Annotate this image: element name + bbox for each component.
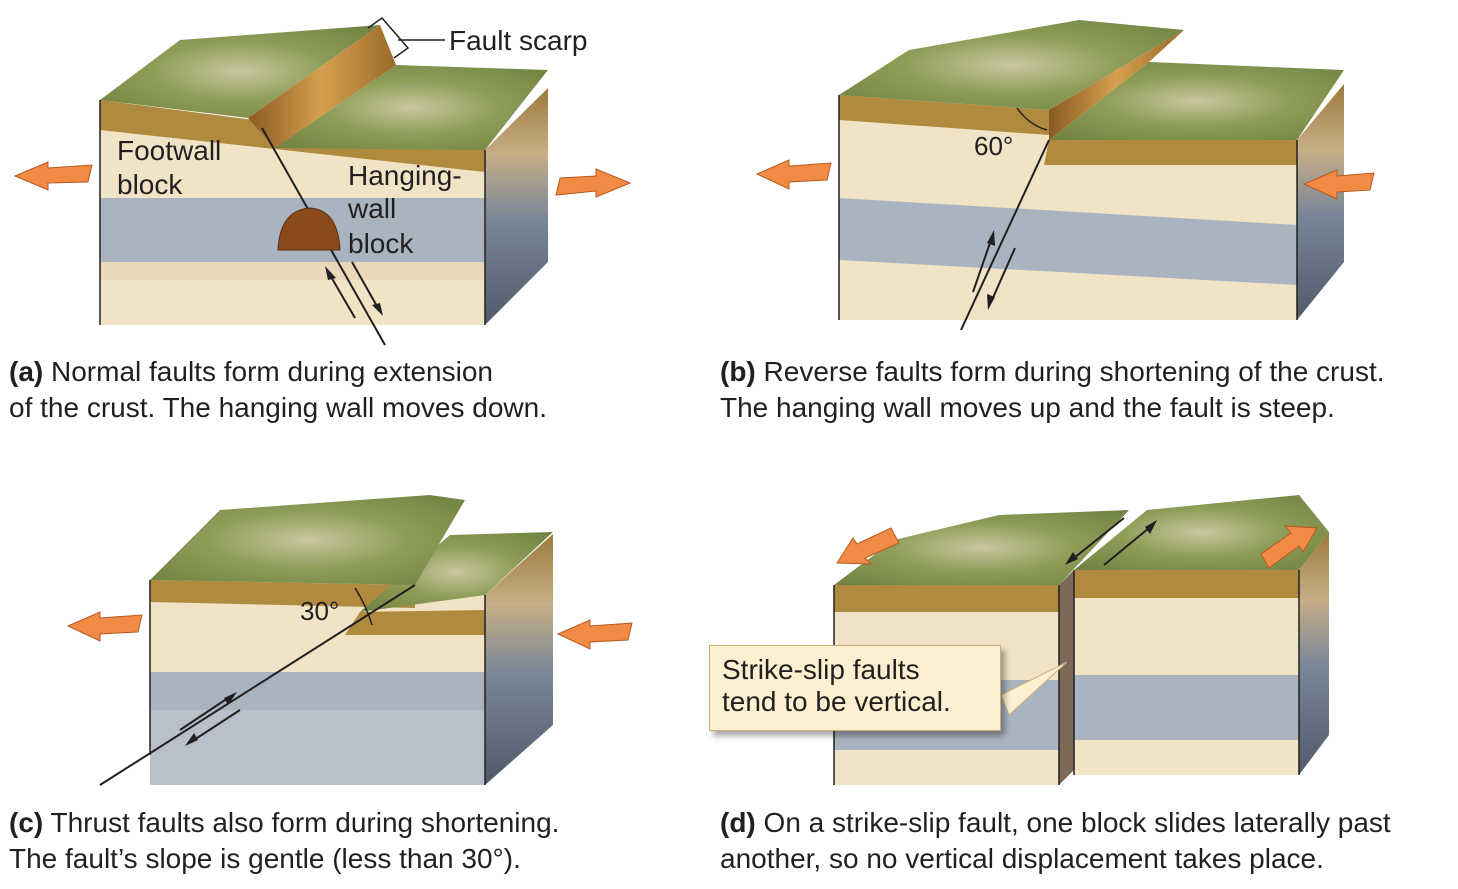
caption-d-tag: (d) [720,807,756,838]
extension-arrow-left-icon [13,161,93,191]
caption-a-line2: of the crust. The hanging wall moves dow… [9,392,548,423]
caption-d-line2: another, so no vertical displacement tak… [720,843,1324,874]
fault-scarp-label: Fault scarp [449,25,588,56]
caption-b-line2: The hanging wall moves up and the fault … [720,392,1335,423]
caption-b-tag: (b) [720,356,756,387]
caption-a-tag: (a) [9,356,44,387]
reverse-fault-diagram: 60° [755,20,1375,331]
panel-normal-fault: Fault scarp Footwall block Hanging- wall… [0,0,729,440]
caption-a: (a) Normal faults form during extension … [9,354,547,426]
hanging-wall-label-line2: wall [347,193,396,224]
caption-d: (d) On a strike-slip fault, one block sl… [720,805,1391,877]
thrust-fault-diagram: 30° [66,495,633,786]
callout-line2: tend to be vertical. [722,686,951,717]
compression-arrow-left-icon [66,611,143,642]
angle-30-label: 30° [300,596,339,626]
hanging-wall-label-line1: Hanging- [348,160,462,191]
hanging-wall-label-line3: block [348,228,414,259]
panel-thrust-fault: 30° (c) Thrust faults also form during s… [0,440,729,889]
compression-arrow-right-icon [1302,169,1375,200]
callout-line1: Strike-slip faults [722,654,920,685]
caption-b-line1: Reverse faults form during shortening of… [755,356,1385,387]
caption-c-tag: (c) [9,807,44,838]
caption-d-line1: On a strike-slip fault, one block slides… [755,807,1391,838]
panel-reverse-fault: 60° (b) Reverse faults form during short… [720,0,1458,440]
caption-c-line1: Thrust faults also form during shortenin… [43,807,560,838]
normal-fault-diagram: Fault scarp Footwall block Hanging- wall… [13,16,632,346]
strike-slip-fault-diagram [833,495,1329,785]
compression-arrow-left-icon [755,159,832,190]
caption-b: (b) Reverse faults form during shortenin… [720,354,1385,426]
compression-arrow-right-icon [556,619,633,650]
caption-c: (c) Thrust faults also form during short… [9,805,559,877]
caption-c-line2: The fault’s slope is gentle (less than 3… [9,843,521,874]
strike-slip-callout: Strike-slip faults tend to be vertical. [709,645,1001,731]
footwall-label-line2: block [117,169,183,200]
lateral-arrow-right-icon [1260,525,1318,569]
lateral-arrow-left-icon [836,527,900,565]
extension-arrow-right-icon [555,168,632,198]
footwall-label-line1: Footwall [117,135,221,166]
angle-60-label: 60° [974,131,1013,161]
caption-a-line1: Normal faults form during extension [43,356,493,387]
